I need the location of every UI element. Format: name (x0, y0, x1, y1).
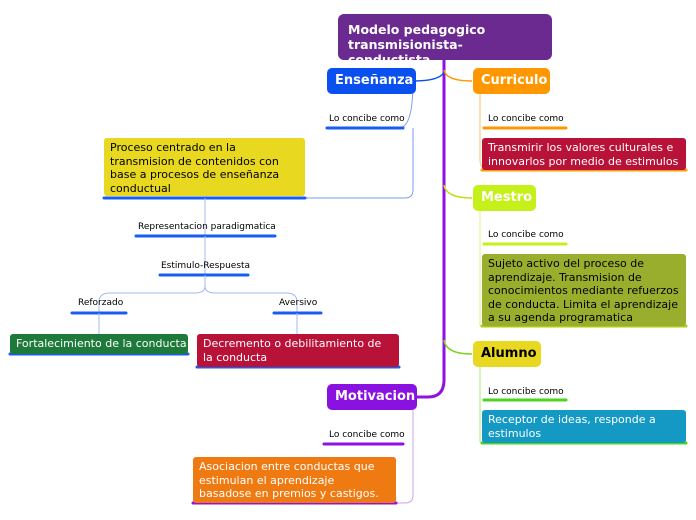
label-concibe-curriculo[interactable]: Lo concibe como (488, 114, 564, 124)
label-estimulo-respuesta[interactable]: Estimulo-Respuesta (161, 261, 251, 271)
root-node[interactable]: Modelo pedagogico transmisionista-conduc… (338, 14, 552, 67)
topic-mestro[interactable]: Mestro (473, 185, 536, 211)
box-fortalecimiento-text: Fortalecimiento de la conducta (16, 337, 187, 350)
label-aversivo[interactable]: Aversivo (279, 298, 318, 308)
label-concibe-mestro[interactable]: Lo concibe como (488, 230, 564, 240)
label-concibe-alumno[interactable]: Lo concibe como (488, 387, 564, 397)
topic-mestro-label: Mestro (481, 190, 533, 205)
topic-motivacion-label: Motivacion (335, 389, 416, 404)
topic-alumno-label: Alumno (481, 346, 537, 361)
box-proceso[interactable]: Proceso centrado en la transmision de co… (104, 138, 305, 196)
box-receptor[interactable]: Receptor de ideas, responde a estimulos (482, 410, 686, 443)
box-fortalecimiento[interactable]: Fortalecimiento de la conducta (10, 334, 188, 354)
box-transmitir-text: Transmirir los valores culturales e inno… (488, 141, 679, 168)
topic-curriculo-label: Curriculo (481, 73, 548, 88)
root-title-line2: transmisionista-conductista (348, 37, 463, 67)
box-asociacion[interactable]: Asociacion entre conductas que estimulan… (193, 457, 396, 503)
box-receptor-text: Receptor de ideas, responde a estimulos (488, 413, 656, 440)
label-reforzado[interactable]: Reforzado (78, 298, 124, 308)
label-concibe-ensenanza[interactable]: Lo concibe como (329, 114, 405, 124)
topic-alumno[interactable]: Alumno (473, 341, 541, 367)
box-decremento-text: Decremento o debilitamiento de la conduc… (203, 337, 382, 364)
box-decremento[interactable]: Decremento o debilitamiento de la conduc… (197, 334, 399, 367)
box-transmitir[interactable]: Transmirir los valores culturales e inno… (482, 138, 686, 170)
label-concibe-motivacion[interactable]: Lo concibe como (329, 430, 405, 440)
topic-ensenanza[interactable]: Enseñanza (327, 68, 416, 94)
box-sujeto[interactable]: Sujeto activo del proceso de aprendizaje… (482, 254, 686, 326)
root-title-line1: Modelo pedagogico (348, 22, 486, 37)
box-proceso-text: Proceso centrado en la transmision de co… (110, 141, 280, 195)
topic-ensenanza-label: Enseñanza (335, 73, 414, 88)
topic-motivacion[interactable]: Motivacion (327, 384, 417, 410)
topic-curriculo[interactable]: Curriculo (473, 68, 550, 94)
box-sujeto-text: Sujeto activo del proceso de aprendizaje… (488, 257, 679, 324)
label-representacion[interactable]: Representacion paradigmatica (138, 222, 276, 232)
box-asociacion-text: Asociacion entre conductas que estimulan… (199, 460, 379, 500)
